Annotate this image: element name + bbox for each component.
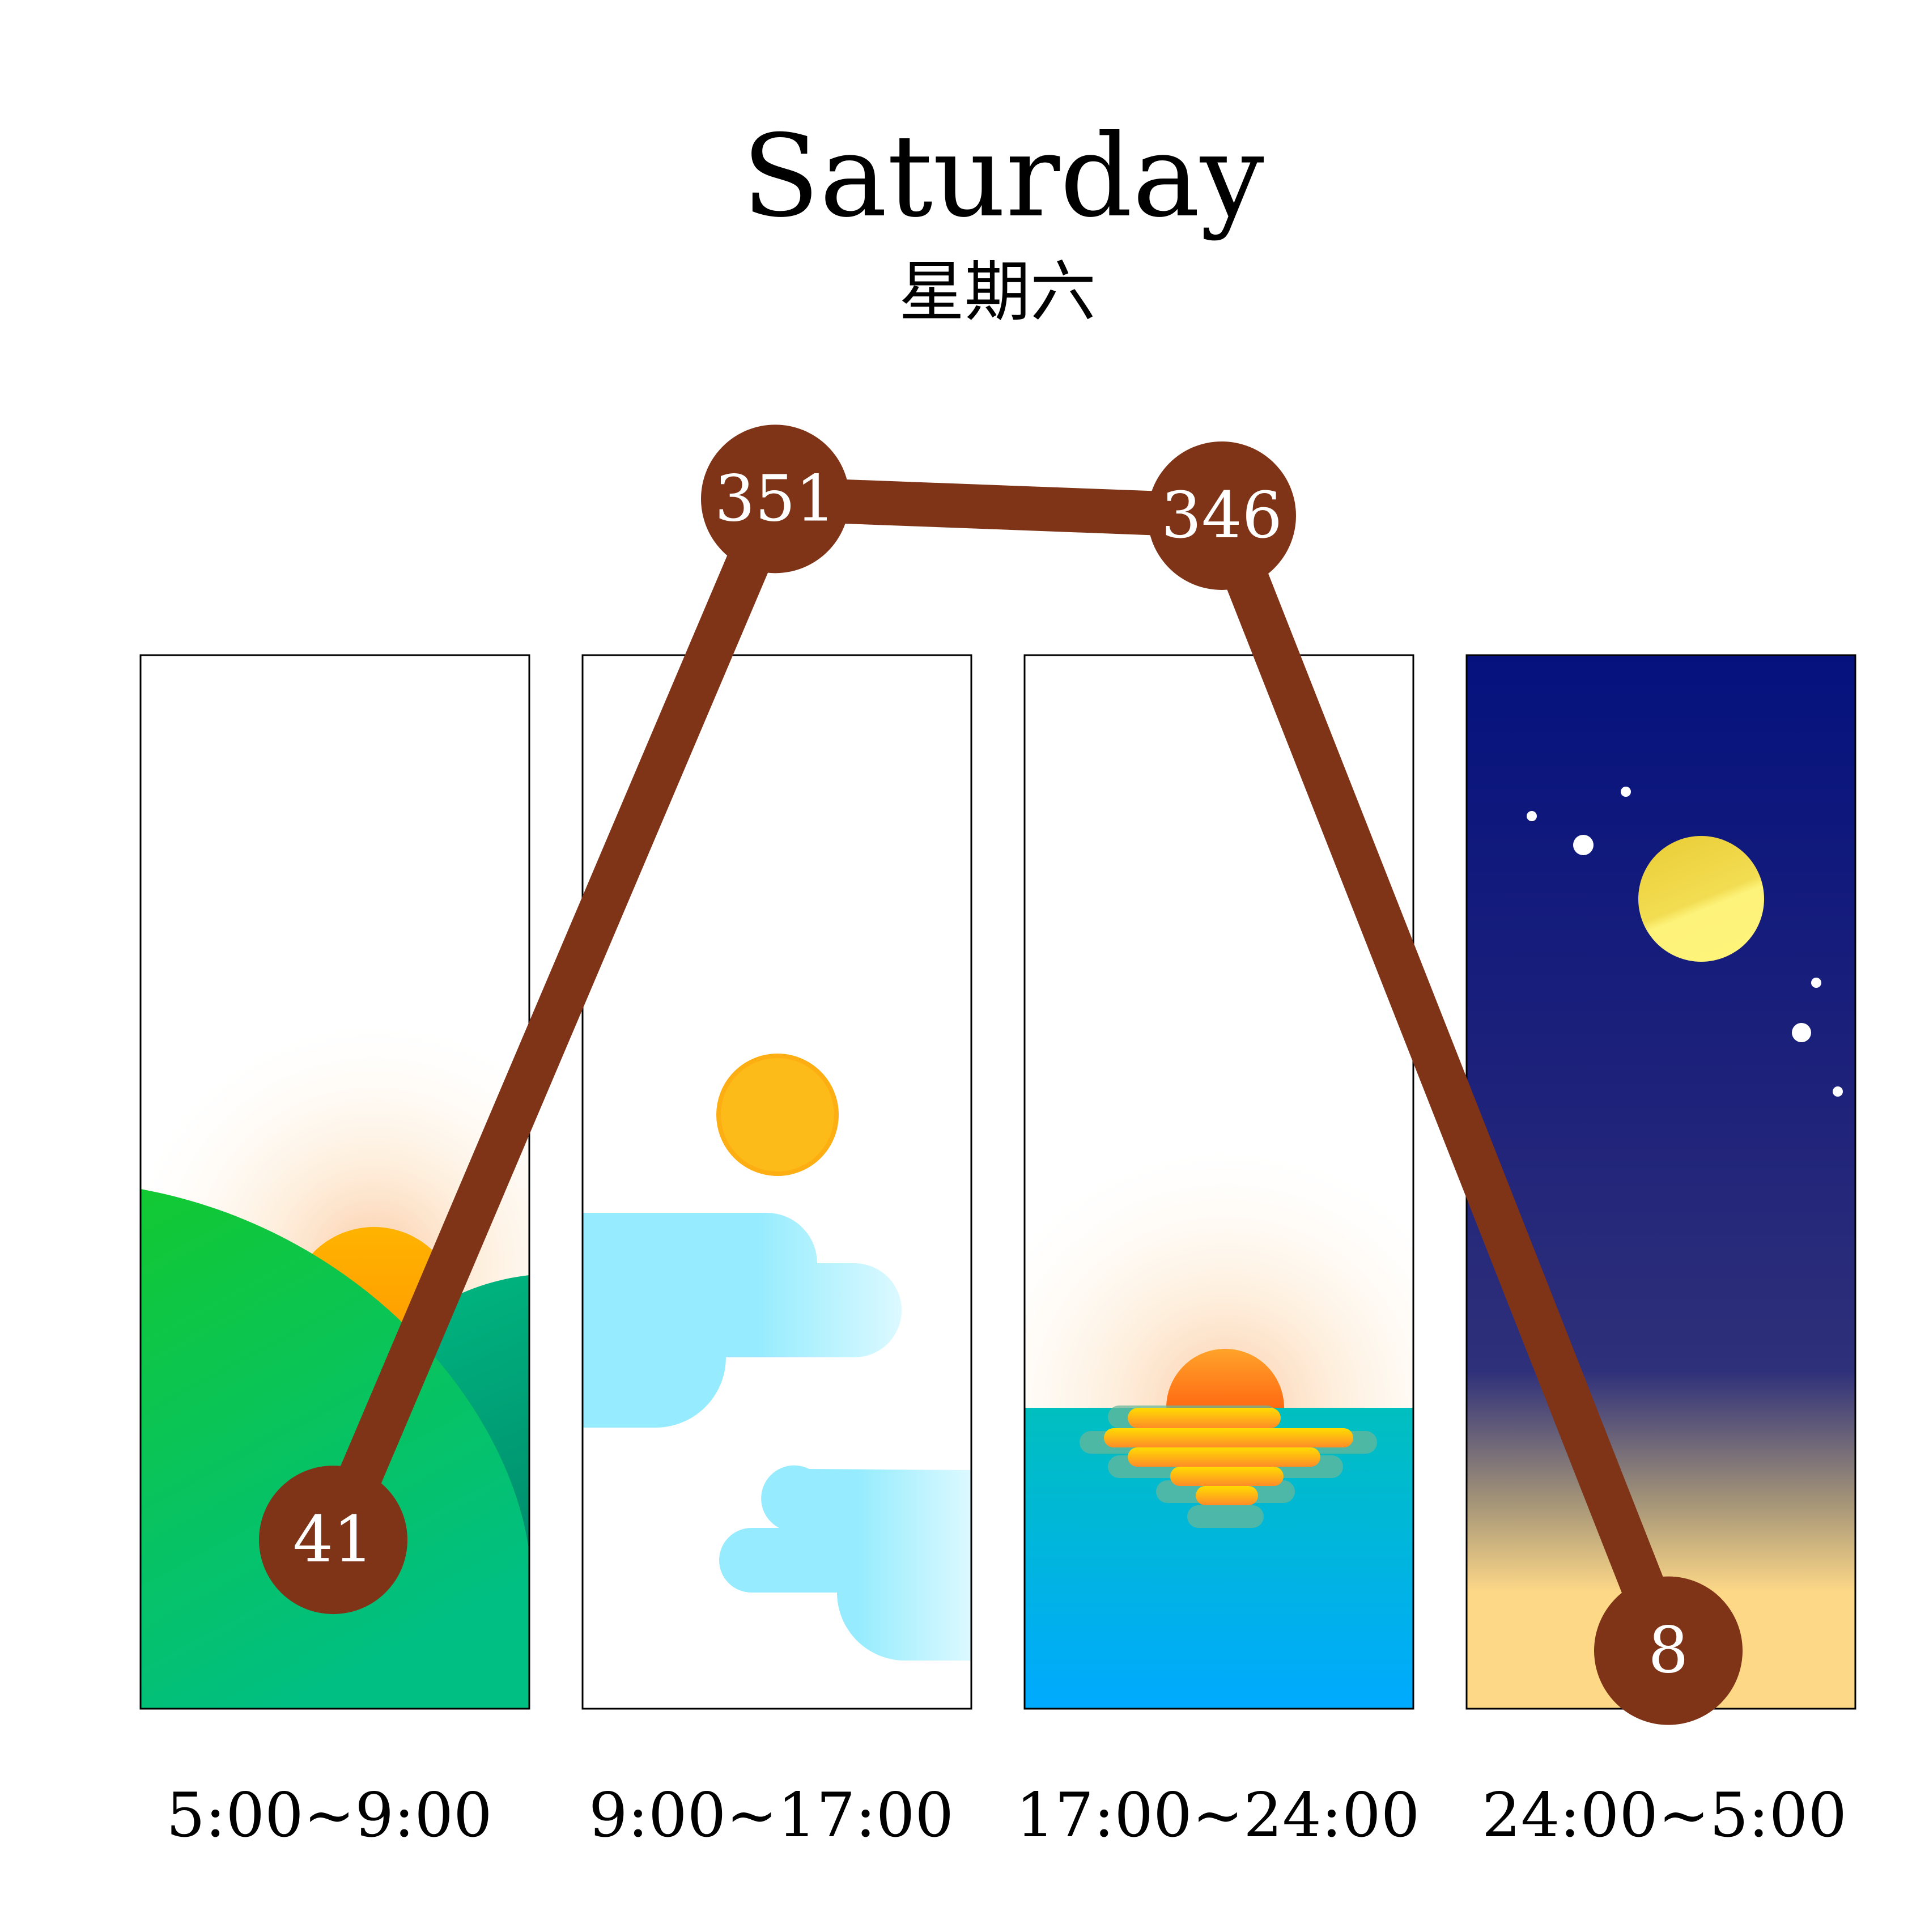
data-label: 41	[293, 1503, 374, 1577]
x-tick-label: 5:00~9:00	[166, 1780, 492, 1851]
cloud-icon	[719, 1465, 971, 1661]
x-tick-label: 17:00~24:00	[1016, 1780, 1420, 1851]
chart-subtitle: 星期六	[899, 254, 1096, 330]
data-point	[1594, 1576, 1743, 1725]
panel-frame-sunset	[1023, 654, 1414, 1710]
moon-icon	[1638, 836, 1764, 962]
data-label: 351	[715, 462, 836, 536]
setting-sun-icon	[1166, 1349, 1284, 1408]
sun-icon	[716, 1054, 839, 1176]
panel-sunset	[1025, 655, 1413, 1709]
x-tick-label: 9:00~17:00	[589, 1780, 954, 1851]
data-point	[701, 424, 849, 574]
chart-title: Saturday	[742, 111, 1264, 243]
x-tick-label: 24:00~5:00	[1482, 1780, 1847, 1851]
series-line	[313, 476, 1689, 1659]
cloud-icon	[583, 1213, 902, 1428]
data-series: 41 351 346 8	[259, 424, 1743, 1725]
data-label: 346	[1161, 479, 1282, 553]
panel-day	[583, 655, 971, 1709]
sun-reflection-icon	[1080, 1406, 1377, 1528]
panel-frame-sunrise	[139, 654, 530, 1710]
x-axis: 5:00~9:00 9:00~17:00 17:00~24:00 24:00~5:00	[166, 1780, 1847, 1851]
data-label: 8	[1648, 1614, 1688, 1688]
stars-icon	[1527, 787, 1843, 1097]
data-point	[1148, 441, 1296, 590]
panel-night	[1467, 655, 1855, 1709]
panel-frame-day	[581, 654, 972, 1710]
front-hill-icon	[141, 1189, 529, 1709]
data-point	[259, 1466, 407, 1615]
